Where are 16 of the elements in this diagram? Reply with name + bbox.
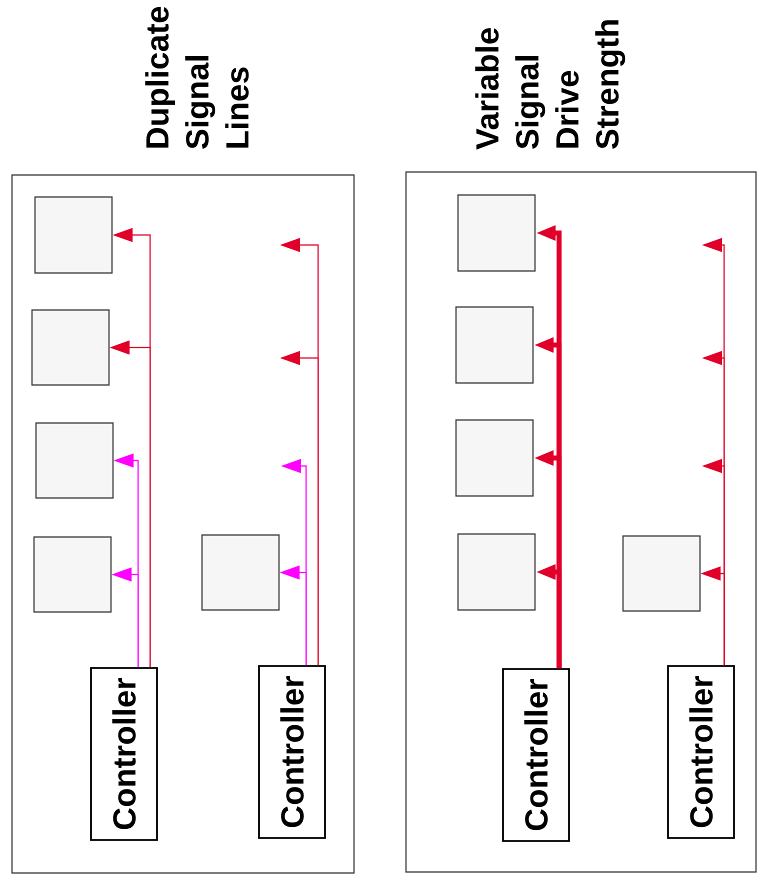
empty-box	[31, 309, 110, 386]
empty-box	[455, 419, 534, 497]
controller-box: Controller	[667, 665, 735, 839]
controller-box: Controller	[90, 667, 158, 841]
empty-box	[33, 536, 112, 613]
empty-box	[457, 194, 536, 272]
empty-box	[622, 535, 701, 612]
empty-box	[201, 534, 280, 611]
controller-box: Controller	[258, 665, 326, 839]
empty-box	[457, 533, 536, 611]
controller-box: Controller	[502, 668, 570, 842]
empty-box	[34, 196, 113, 274]
panel-title: Duplicate Signal Lines	[145, 6, 249, 149]
empty-box	[35, 422, 114, 499]
panel-title: Variable Signal Drive Strength	[475, 20, 626, 150]
empty-box	[455, 306, 534, 384]
